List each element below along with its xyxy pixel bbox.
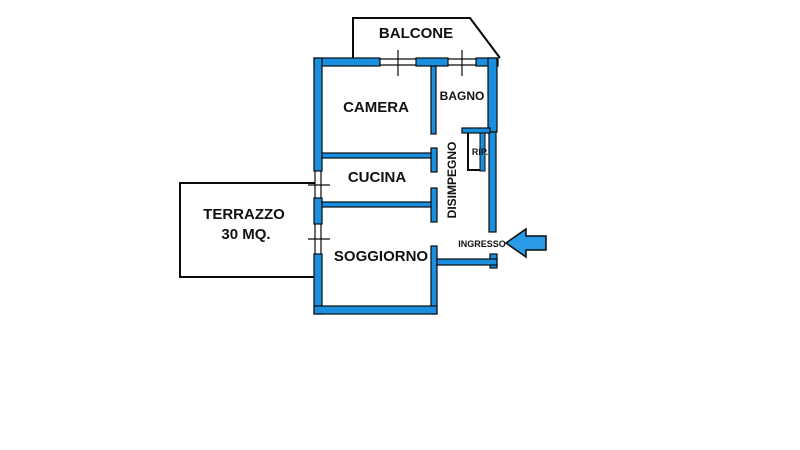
wall-camera-bagno xyxy=(430,65,437,135)
wall-entry-bottom xyxy=(436,258,498,266)
label-cucina: CUCINA xyxy=(348,169,406,186)
label-camera: CAMERA xyxy=(343,99,409,116)
label-bagno: BAGNO xyxy=(440,89,485,103)
wall-left-lower xyxy=(313,253,323,315)
label-balcone: BALCONE xyxy=(379,25,453,42)
wall-top-left xyxy=(313,57,381,67)
terrace-outline xyxy=(179,182,315,278)
balcony-outline xyxy=(352,17,501,59)
wall-left-middle xyxy=(313,197,323,225)
wall-bagno-bottom xyxy=(461,127,491,134)
label-soggiorno: SOGGIORNO xyxy=(334,248,429,265)
ripostiglio-outline xyxy=(467,133,482,171)
walls xyxy=(313,57,499,315)
wall-cucina-soggiorno xyxy=(321,201,438,208)
wall-right-upper xyxy=(487,57,498,133)
wall-soggiorno-right xyxy=(430,245,438,315)
wall-right-ripostiglio xyxy=(488,131,497,233)
wall-bottom xyxy=(313,305,438,315)
label-ingresso: INGRESSO xyxy=(458,239,506,249)
wall-disimpegno-lower xyxy=(430,187,438,223)
arrow-left-icon xyxy=(504,227,547,259)
windows xyxy=(308,50,476,254)
wall-top-right xyxy=(475,57,499,67)
label-ripostiglio: RIP. xyxy=(472,147,488,157)
wall-top-mid xyxy=(415,57,449,67)
wall-disimpegno-upper xyxy=(430,147,438,173)
wall-left-upper xyxy=(313,57,323,172)
label-terrazzo-line2: 30 MQ. xyxy=(221,226,270,243)
label-terrazzo-line1: TERRAZZO xyxy=(203,206,285,223)
ripostiglio-wall xyxy=(479,132,486,172)
label-disimpegno: DISIMPEGNO xyxy=(445,142,459,219)
wall-camera-cucina xyxy=(321,152,438,159)
